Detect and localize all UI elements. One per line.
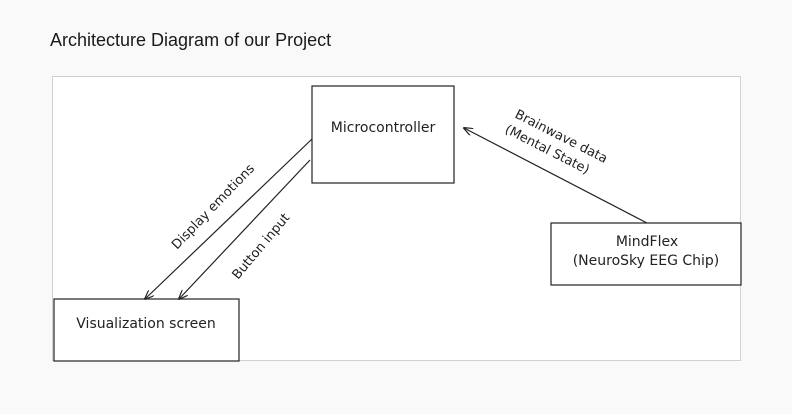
edge-brainwave-label: Brainwave data (Mental State) [502, 107, 609, 178]
edge-display-emotions-label: Display emotions [169, 161, 258, 252]
edge-display-emotions-arrow [145, 138, 313, 299]
node-microcontroller: Microcontroller [311, 85, 455, 184]
edge-button-input-arrow [179, 159, 311, 299]
mindflex-box [550, 222, 742, 286]
button-input-label: Button input [230, 211, 294, 283]
page-title: Architecture Diagram of our Project [50, 30, 332, 50]
node-mindflex: MindFlex (NeuroSky EEG Chip) [550, 222, 742, 286]
node-visualization-screen: Visualization screen [53, 298, 240, 362]
mindflex-label-line2: (NeuroSky EEG Chip) [573, 253, 720, 269]
diagram-canvas: Microcontroller MindFlex (NeuroSky EEG C… [52, 76, 742, 362]
edge-brainwave-arrow [464, 128, 648, 224]
edge-button-input-label: Button input [230, 211, 294, 283]
mindflex-label-line1: MindFlex [616, 234, 678, 250]
microcontroller-box [311, 85, 455, 184]
display-emotions-label: Display emotions [169, 161, 258, 252]
visualization-label: Visualization screen [76, 316, 215, 332]
microcontroller-label: Microcontroller [331, 120, 436, 136]
architecture-diagram: Microcontroller MindFlex (NeuroSky EEG C… [53, 85, 742, 362]
